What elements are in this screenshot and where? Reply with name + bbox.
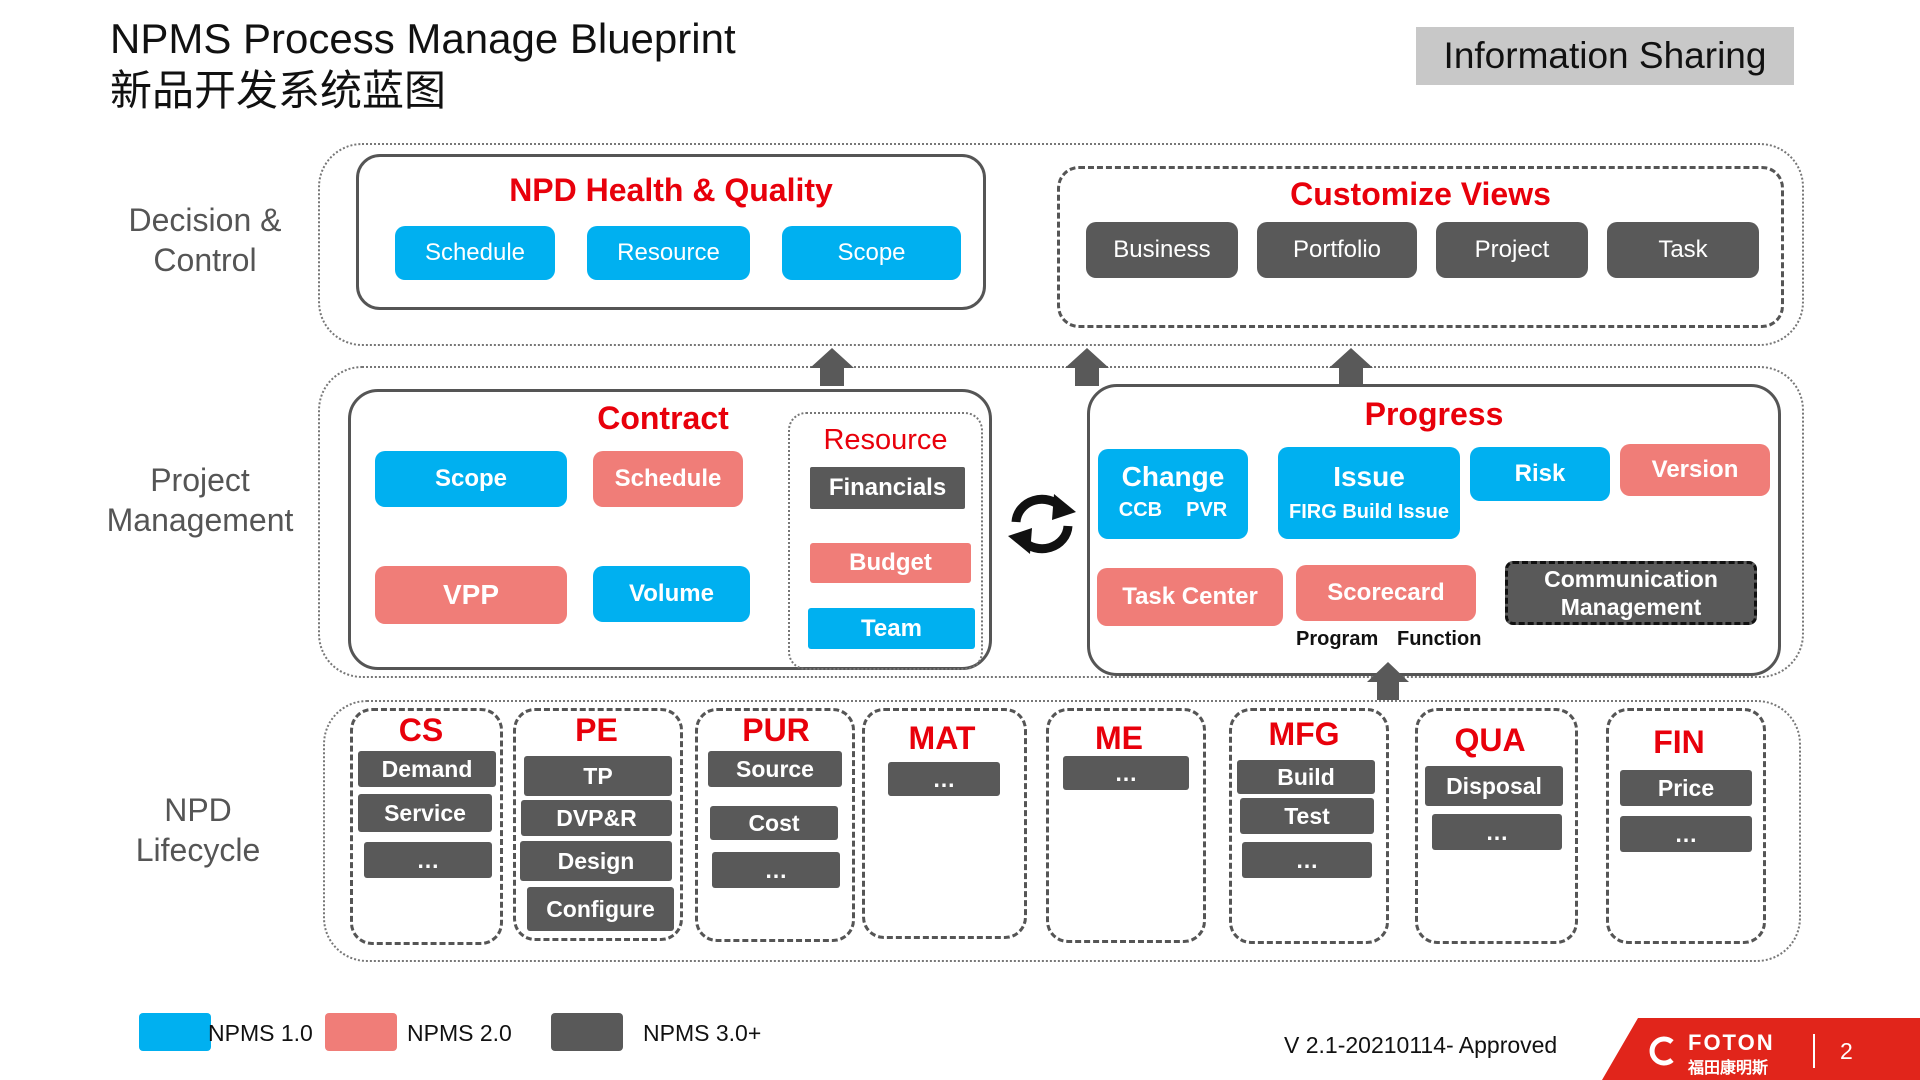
pur-more[interactable]: …: [712, 852, 840, 888]
lifecycle-mfg-title: MFG: [1268, 716, 1340, 752]
page-title: NPMS Process Manage Blueprint: [110, 15, 736, 62]
progress-communication-management[interactable]: Communication Management: [1505, 561, 1757, 625]
page-number: 2: [1840, 1038, 1853, 1064]
pur-source[interactable]: Source: [708, 751, 842, 787]
change-tag-ccb: CCB: [1118, 499, 1163, 521]
view-portfolio[interactable]: Portfolio: [1257, 222, 1417, 278]
progress-version[interactable]: Version: [1620, 444, 1770, 496]
npd-health-title: NPD Health & Quality: [509, 172, 833, 208]
scorecard-tag-function: Function: [1397, 628, 1482, 650]
mat-more[interactable]: …: [888, 762, 1000, 796]
version-text: V 2.1-20210114- Approved: [1284, 1032, 1558, 1058]
project-row-frame: [318, 366, 1804, 678]
pe-dvpr[interactable]: DVP&R: [521, 800, 672, 836]
row-label-lifecycle: NPD Lifecycle: [135, 792, 261, 868]
customize-views-title: Customize Views: [1290, 176, 1551, 212]
lifecycle-row-frame: [323, 700, 1801, 962]
issue-label: Issue: [1333, 461, 1405, 492]
brand-bar: [1602, 1018, 1920, 1080]
me-more[interactable]: …: [1063, 756, 1189, 790]
cs-service[interactable]: Service: [358, 794, 492, 832]
progress-issue[interactable]: Issue FIRG Build Issue: [1278, 447, 1460, 539]
contract-volume[interactable]: Volume: [593, 566, 750, 622]
lifecycle-pe-title: PE: [575, 712, 618, 748]
brand-name-cn: 福田康明斯: [1688, 1058, 1769, 1077]
progress-title: Progress: [1364, 396, 1504, 432]
pe-configure[interactable]: Configure: [527, 887, 674, 931]
lifecycle-mat-title: MAT: [908, 720, 976, 756]
scorecard-tag-program: Program: [1296, 628, 1379, 650]
contract-title: Contract: [597, 400, 729, 436]
resource-title: Resource: [823, 424, 948, 456]
legend-npms3: NPMS 3.0+: [643, 1020, 762, 1046]
resource-box: [788, 412, 983, 670]
view-project[interactable]: Project: [1436, 222, 1588, 278]
health-scope[interactable]: Scope: [782, 226, 961, 280]
arrow-up-icon: [1367, 662, 1409, 700]
lifecycle-mat-box: [862, 708, 1027, 939]
sync-icon: [1008, 494, 1076, 554]
pe-design[interactable]: Design: [520, 841, 672, 881]
progress-task-center[interactable]: Task Center: [1097, 568, 1283, 626]
foton-logo-icon: [1649, 1036, 1674, 1066]
row-label-project: Project Management: [106, 462, 294, 538]
view-business[interactable]: Business: [1086, 222, 1238, 278]
arrow-up-icon: [1329, 348, 1373, 386]
legend-npms2: NPMS 2.0: [407, 1020, 512, 1046]
lifecycle-cs-title: CS: [398, 712, 444, 748]
lifecycle-me-title: ME: [1095, 720, 1143, 756]
change-tag-pvr: PVR: [1186, 499, 1228, 521]
fin-more[interactable]: …: [1620, 816, 1752, 852]
health-schedule[interactable]: Schedule: [395, 226, 555, 280]
resource-budget[interactable]: Budget: [810, 543, 971, 583]
lifecycle-pur-title: PUR: [742, 712, 810, 748]
page-subtitle-cn: 新品开发系统蓝图: [110, 66, 447, 115]
legend-swatch-npms1: [139, 1013, 211, 1051]
resource-financials[interactable]: Financials: [810, 467, 965, 509]
qua-more[interactable]: …: [1432, 814, 1562, 850]
fin-price[interactable]: Price: [1620, 770, 1752, 806]
progress-scorecard[interactable]: Scorecard: [1296, 565, 1476, 621]
brand-divider: [1813, 1034, 1815, 1068]
contract-schedule[interactable]: Schedule: [593, 451, 743, 507]
contract-vpp[interactable]: VPP: [375, 566, 567, 624]
legend-npms1: NPMS 1.0: [208, 1020, 313, 1046]
information-sharing-badge: Information Sharing: [1416, 27, 1794, 85]
resource-team[interactable]: Team: [808, 608, 975, 649]
arrow-up-icon: [1065, 348, 1109, 386]
pur-cost[interactable]: Cost: [710, 806, 838, 840]
pe-tp[interactable]: TP: [524, 756, 672, 796]
lifecycle-qua-title: QUA: [1454, 722, 1526, 758]
legend-swatch-npms2: [325, 1013, 397, 1051]
mfg-more[interactable]: …: [1242, 842, 1372, 878]
change-label: Change: [1121, 461, 1225, 492]
mfg-build[interactable]: Build: [1237, 760, 1375, 794]
lifecycle-fin-title: FIN: [1653, 724, 1705, 760]
mfg-test[interactable]: Test: [1240, 798, 1374, 834]
lifecycle-me-box: [1046, 708, 1206, 943]
cs-demand[interactable]: Demand: [358, 751, 496, 787]
contract-scope[interactable]: Scope: [375, 451, 567, 507]
row-label-decision: Decision & Control: [128, 202, 282, 278]
progress-change[interactable]: Change CCB PVR: [1098, 449, 1248, 539]
legend-swatch-npms3: [551, 1013, 623, 1051]
cs-more[interactable]: …: [364, 842, 492, 878]
view-task[interactable]: Task: [1607, 222, 1759, 278]
issue-tags: FIRG Build Issue: [1288, 501, 1450, 523]
decision-row-frame: [318, 143, 1804, 346]
arrow-up-icon: [810, 348, 854, 386]
health-resource[interactable]: Resource: [587, 226, 750, 280]
brand-name-en: FOTON: [1688, 1030, 1775, 1055]
qua-disposal[interactable]: Disposal: [1425, 766, 1563, 806]
progress-risk[interactable]: Risk: [1470, 447, 1610, 501]
